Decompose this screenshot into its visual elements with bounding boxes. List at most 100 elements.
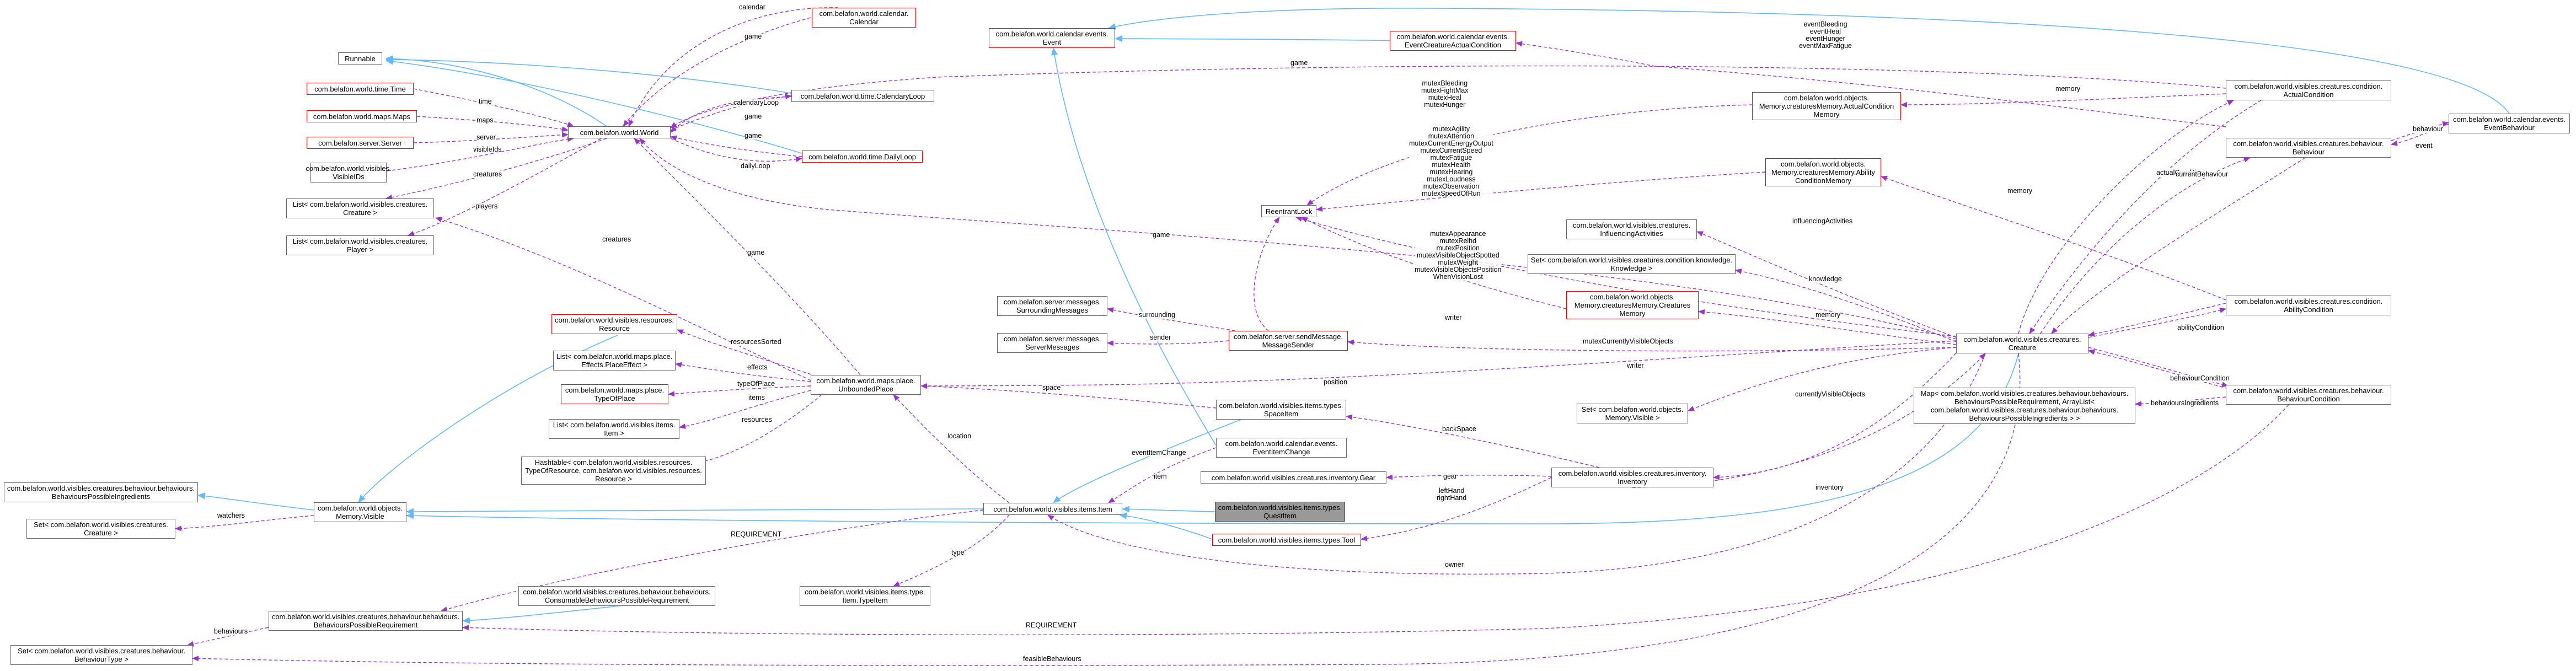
edge-label-line: mutexCurrentEnergyOutput xyxy=(1409,139,1493,147)
edge-label-behaviours: behaviours xyxy=(214,628,248,635)
node-text-line: Player > xyxy=(346,245,374,254)
node-text-line: com.belafon.world.visibles.creatures.inv… xyxy=(1558,469,1707,477)
edge-item-type xyxy=(893,514,1010,587)
node-behaviours-possible-ingredients[interactable]: com.belafon.world.visibles.creatures.beh… xyxy=(4,482,198,502)
node-text-line: com.belafon.world.calendar.events. xyxy=(2453,115,2566,124)
edge-label-line: game xyxy=(745,112,762,120)
node-list-player[interactable]: List< com.belafon.world.visibles.creatur… xyxy=(286,235,434,255)
edge-label-line: behaviours xyxy=(214,627,248,635)
node-actual-condition[interactable]: com.belafon.world.visibles.creatures.con… xyxy=(2226,80,2391,100)
node-consumable-requirement[interactable]: com.belafon.world.visibles.creatures.beh… xyxy=(518,586,715,606)
node-text-line: com.belafon.world.visibles.items.type. xyxy=(805,588,925,596)
edge-label-line: mutexCurrentSpeed xyxy=(1420,147,1482,154)
node-resource[interactable]: com.belafon.world.visibles.resources.Res… xyxy=(551,314,677,334)
node-text-line: EventCreatureActualCondition xyxy=(1405,41,1501,49)
node-calendar[interactable]: com.belafon.world.calendar.Calendar xyxy=(812,8,916,28)
edge-calendarloop-world xyxy=(670,96,792,133)
node-behaviour-condition[interactable]: com.belafon.world.visibles.creatures.beh… xyxy=(2226,385,2391,405)
node-message-sender[interactable]: com.belafon.server.sendMessage.MessageSe… xyxy=(1229,331,1348,351)
node-server-messages[interactable]: com.belafon.server.messages.ServerMessag… xyxy=(997,333,1107,353)
node-item-type[interactable]: com.belafon.world.visibles.items.type.It… xyxy=(800,586,930,606)
node-tool[interactable]: com.belafon.world.visibles.items.types.T… xyxy=(1212,534,1361,546)
edge-time-world xyxy=(413,88,574,127)
node-memory-visible[interactable]: com.belafon.world.objects.Memory.Visible xyxy=(314,502,406,522)
node-text-line: com.belafon.world.time.DailyLoop xyxy=(808,152,917,161)
node-type-of-place[interactable]: com.belafon.world.maps.place.TypeOfPlace xyxy=(561,384,668,404)
edge-eventbehaviour-event xyxy=(1108,8,2510,114)
edge-label-line: eventBleeding xyxy=(1803,20,1847,28)
edge-label-line: WhenVisionLost xyxy=(1433,273,1483,281)
node-world[interactable]: com.belafon.world.World xyxy=(568,126,671,138)
edge-label-line: game xyxy=(745,33,762,40)
edge-creature-inventory xyxy=(1713,352,1957,480)
node-behaviour[interactable]: com.belafon.world.visibles.creatures.beh… xyxy=(2226,138,2391,158)
node-runnable[interactable]: Runnable xyxy=(338,52,382,65)
node-set-memory-visible[interactable]: Set< com.belafon.world.objects.Memory.Vi… xyxy=(1577,404,1688,423)
edge-label-line: position xyxy=(1324,378,1348,386)
node-ability-condition[interactable]: com.belafon.world.visibles.creatures.con… xyxy=(2226,296,2391,315)
node-quest-item[interactable]: com.belafon.world.visibles.items.types.Q… xyxy=(1215,502,1345,522)
edge-label-line: eventHunger xyxy=(1806,35,1845,42)
node-reentrant-lock[interactable]: ReentrantLock xyxy=(1261,205,1316,217)
node-text-line: Inventory xyxy=(1618,477,1647,486)
node-text-line: BehavioursPossibleRequirement xyxy=(313,621,418,629)
node-text-line: Resource xyxy=(599,324,630,332)
node-text-line: Memory.creaturesMemory.Ability xyxy=(1771,168,1876,176)
node-item[interactable]: com.belafon.world.visibles.items.Item xyxy=(983,503,1122,515)
edge-label-line: behavioursIngredients xyxy=(2151,399,2219,407)
node-memory-actual-condition[interactable]: com.belafon.world.objects.Memory.creatur… xyxy=(1752,92,1901,120)
node-creature[interactable]: com.belafon.world.visibles.creatures.Cre… xyxy=(1956,334,2088,353)
node-event-behaviour[interactable]: com.belafon.world.calendar.events.EventB… xyxy=(2449,114,2570,133)
node-text-line: SpaceItem xyxy=(1263,410,1299,418)
node-inventory[interactable]: com.belafon.world.visibles.creatures.inv… xyxy=(1551,468,1713,487)
node-influencing-activities[interactable]: com.belafon.world.visibles.creatures.Inf… xyxy=(1566,219,1697,239)
node-time[interactable]: com.belafon.world.time.Time xyxy=(307,83,414,95)
edge-label-line: REQUIREMENT xyxy=(731,530,782,538)
edge-label-line: behaviourCondition xyxy=(2170,374,2230,382)
node-list-item[interactable]: List< com.belafon.world.visibles.items.I… xyxy=(549,419,679,439)
edge-label-line: currentlyVisibleObjects xyxy=(1795,390,1865,398)
node-space-item[interactable]: com.belafon.world.visibles.items.types.S… xyxy=(1216,400,1346,420)
node-event-creature-actual-condition[interactable]: com.belafon.world.calendar.events.EventC… xyxy=(1390,31,1516,51)
node-set-knowledge[interactable]: Set< com.belafon.world.visibles.creature… xyxy=(1528,254,1736,274)
node-server[interactable]: com.belafon.server.Server xyxy=(307,137,414,149)
edge-label-line: effects xyxy=(747,363,768,371)
node-inventory-gear[interactable]: com.belafon.world.visibles.creatures.inv… xyxy=(1201,471,1386,484)
node-text-line: ConsumableBehavioursPossibleRequirement xyxy=(544,596,689,604)
node-text-line: com.belafon.world.visibles.items.types. xyxy=(1218,503,1342,512)
node-daily-loop[interactable]: com.belafon.world.time.DailyLoop xyxy=(802,151,923,163)
edge-label-line: eventItemChange xyxy=(1132,449,1186,457)
node-set-behaviour-type[interactable]: Set< com.belafon.world.visibles.creature… xyxy=(10,645,192,665)
edge-world-calendar xyxy=(623,17,811,127)
edge-creature-place xyxy=(920,340,1957,389)
node-memory-ability-condition[interactable]: com.belafon.world.objects.Memory.creatur… xyxy=(1765,158,1881,186)
node-map-behaviours[interactable]: Map< com.belafon.world.visibles.creature… xyxy=(1914,388,2135,424)
node-unbounded-place[interactable]: com.belafon.world.maps.place.UnboundedPl… xyxy=(811,375,921,395)
node-list-effects[interactable]: List< com.belafon.world.maps.place.Effec… xyxy=(553,351,676,371)
node-event-item-change[interactable]: com.belafon.world.calendar.events.EventI… xyxy=(1216,438,1347,458)
node-surrounding-messages[interactable]: com.belafon.server.messages.SurroundingM… xyxy=(997,296,1107,316)
edge-label-line: game xyxy=(1153,231,1170,239)
edge-spaceitem-place xyxy=(920,383,1217,409)
node-event[interactable]: com.belafon.world.calendar.events.Event xyxy=(989,28,1115,48)
node-behaviours-possible-requirement[interactable]: com.belafon.world.visibles.creatures.beh… xyxy=(269,611,463,631)
edge-label-line: mutexSpeedOfRun xyxy=(1422,190,1481,197)
node-text-line: Effects.PlaceEffect > xyxy=(581,361,647,369)
edge-label-line: mutexHunger xyxy=(1424,101,1466,109)
node-set-creature[interactable]: Set< com.belafon.world.visibles.creature… xyxy=(26,519,175,539)
node-list-creature[interactable]: List< com.belafon.world.visibles.creatur… xyxy=(286,198,434,218)
node-visible-ids[interactable]: com.belafon.world.visibles.VisibleIDs xyxy=(306,163,392,182)
node-calendar-loop[interactable]: com.belafon.world.time.CalendaryLoop xyxy=(791,90,934,102)
node-text-line: BehavioursPossibleIngredients > > xyxy=(1969,414,2080,422)
node-maps[interactable]: com.belafon.world.maps.Maps xyxy=(307,110,417,122)
edge-label-line: mutexHeal xyxy=(1428,94,1461,101)
node-text-line: com.belafon.world.visibles.creatures.con… xyxy=(2234,82,2383,90)
edge-label-backspace: backSpace xyxy=(1442,426,1476,433)
edge-label-line: resources xyxy=(742,416,772,423)
edge-memoryability-lock xyxy=(1316,171,1766,212)
edge-label-calendaryloop: calendaryLoop xyxy=(733,99,779,106)
node-text-line: com.belafon.world.visibles.creatures.beh… xyxy=(2233,387,2384,395)
node-memory-creatures[interactable]: com.belafon.world.objects.Memory.creatur… xyxy=(1566,291,1699,319)
node-hashtable-resource[interactable]: Hashtable< com.belafon.world.visibles.re… xyxy=(521,457,706,485)
